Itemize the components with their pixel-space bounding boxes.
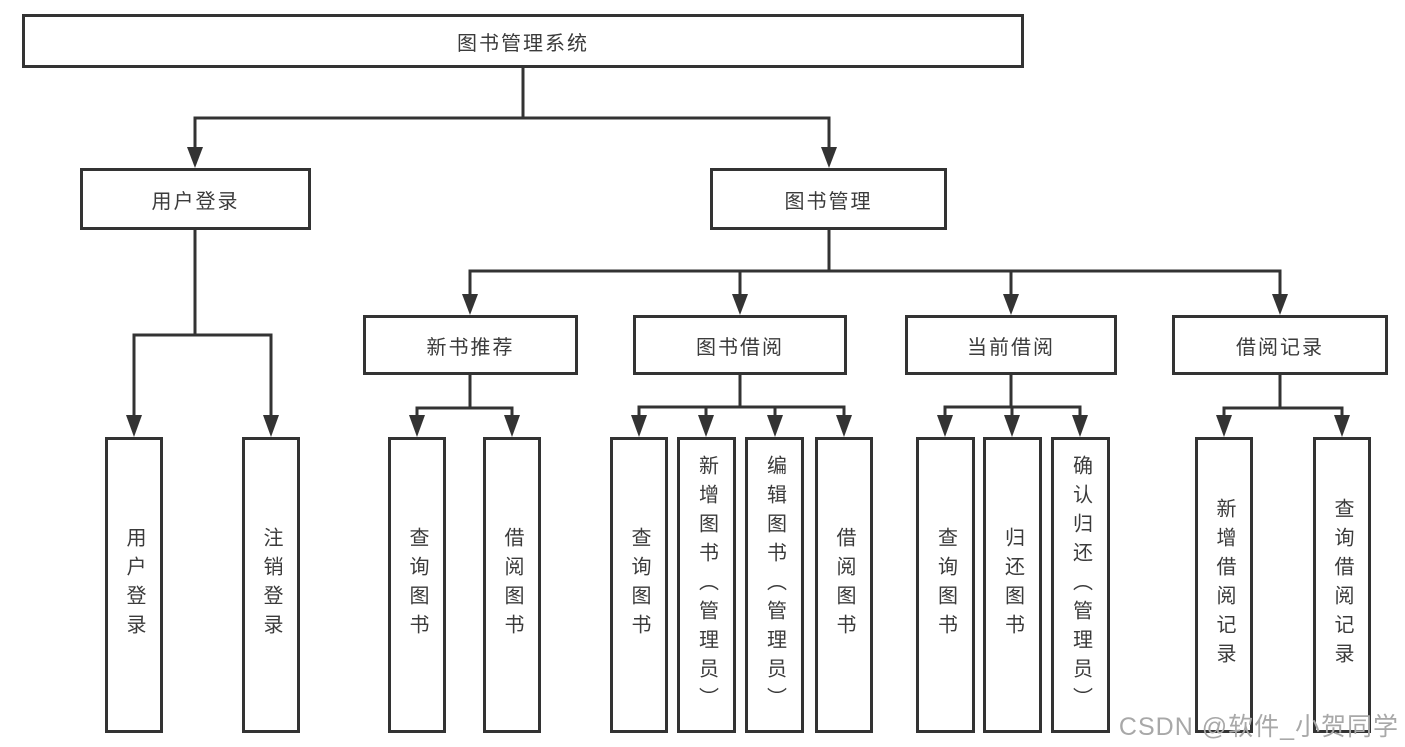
csdn-watermark: CSDN @软件_小贺同学 <box>1118 713 1399 741</box>
node-borrowing-records: 借阅记录 <box>1172 315 1388 375</box>
leaf-current-return-books: 归还图书 <box>983 437 1042 733</box>
leaf-current-confirm-return-admin: 确认归还（管理员） <box>1051 437 1110 733</box>
leaf-borrowing-add-books-admin: 新增图书（管理员） <box>677 437 736 733</box>
leaf-current-search-books: 查询图书 <box>916 437 975 733</box>
node-current-borrowing: 当前借阅 <box>905 315 1117 375</box>
connector-current-to-leaves <box>937 375 1088 437</box>
node-book-management: 图书管理 <box>710 168 947 230</box>
node-new-book-recommend: 新书推荐 <box>363 315 578 375</box>
connector-userlogin-to-leaves <box>126 230 279 437</box>
leaf-user-login: 用户登录 <box>105 437 163 733</box>
connector-newbooks-to-leaves <box>409 375 520 437</box>
node-user-login: 用户登录 <box>80 168 311 230</box>
connector-bookmgmt-to-level3 <box>462 230 1288 315</box>
node-root-system: 图书管理系统 <box>22 14 1024 68</box>
leaf-records-add-record: 新增借阅记录 <box>1195 437 1253 733</box>
connector-root-to-level2 <box>187 68 837 168</box>
leaf-borrowing-search-books: 查询图书 <box>610 437 668 733</box>
leaf-borrowing-edit-books-admin: 编辑图书（管理员） <box>745 437 804 733</box>
connector-borrowing-to-leaves <box>631 375 852 437</box>
leaf-newbooks-borrow-books: 借阅图书 <box>483 437 541 733</box>
leaf-records-search-record: 查询借阅记录 <box>1313 437 1371 733</box>
leaf-newbooks-search-books: 查询图书 <box>388 437 446 733</box>
node-book-borrowing: 图书借阅 <box>633 315 847 375</box>
leaf-logout: 注销登录 <box>242 437 300 733</box>
leaf-borrowing-borrow-books: 借阅图书 <box>815 437 873 733</box>
connector-records-to-leaves <box>1216 375 1350 437</box>
